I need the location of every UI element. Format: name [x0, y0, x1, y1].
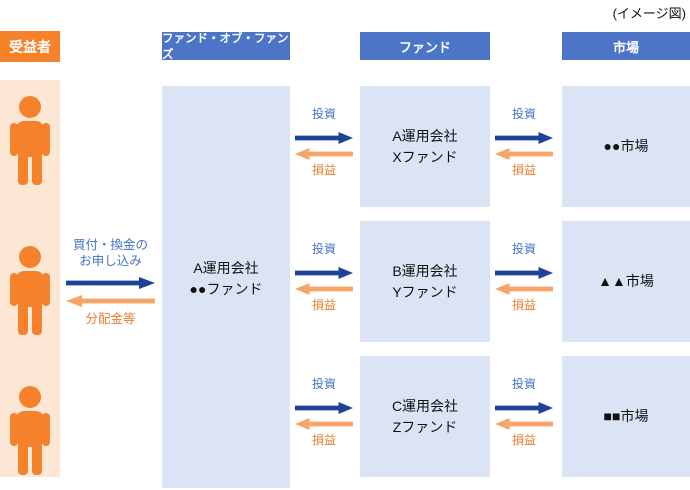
- profit-loss-arrow: [495, 283, 553, 295]
- profit-loss-label: 損益: [511, 298, 536, 312]
- fund-box: B運用会社 Yファンド: [360, 221, 490, 342]
- profit-loss-label: 損益: [511, 163, 536, 177]
- invest-arrow: [495, 267, 553, 279]
- invest-label: 投資: [511, 377, 536, 391]
- purchase-arrow: [66, 277, 155, 289]
- profit-loss-arrow: [295, 148, 353, 160]
- person-icon: [10, 246, 50, 335]
- header-fund-of-funds: ファンド・オブ・ファンズ: [162, 32, 290, 61]
- market-name: ▲▲市場: [598, 273, 654, 289]
- invest-arrow: [295, 402, 353, 414]
- header-market: 市場: [562, 32, 690, 60]
- invest-label: 投資: [511, 107, 536, 121]
- fund-company: A運用会社: [392, 127, 458, 144]
- market-box: ■■市場: [562, 356, 690, 477]
- invest-arrow: [495, 402, 553, 414]
- purchase-request-label-line1: 買付・換金の: [72, 238, 148, 252]
- header-fund: ファンド: [360, 32, 490, 60]
- invest-arrow: [495, 132, 553, 144]
- invest-arrow: [295, 267, 353, 279]
- invest-arrow: [295, 132, 353, 144]
- profit-loss-label: 損益: [311, 163, 336, 177]
- fund-of-funds-box-label: A運用会社 ●●ファンド: [162, 258, 290, 300]
- distribution-arrow: [66, 295, 155, 307]
- fund-name: Zファンド: [392, 418, 458, 435]
- invest-label: 投資: [311, 377, 336, 391]
- header-beneficiary: 受益者: [0, 31, 60, 62]
- market-box: ▲▲市場: [562, 221, 690, 342]
- profit-loss-arrow: [295, 418, 353, 430]
- market-name: ■■市場: [603, 408, 649, 424]
- person-icon: [10, 386, 50, 475]
- profit-loss-label: 損益: [311, 298, 336, 312]
- person-icon: [10, 96, 50, 185]
- fund-company: B運用会社: [392, 262, 458, 279]
- fund-name: Xファンド: [392, 148, 458, 165]
- profit-loss-label: 損益: [511, 433, 536, 447]
- image-note: (イメージ図): [612, 6, 686, 21]
- purchase-request-label-line2: お申し込み: [79, 254, 142, 268]
- fund-name: Yファンド: [392, 283, 458, 300]
- fof-company: A運用会社: [193, 260, 259, 276]
- market-name: ●●市場: [603, 138, 649, 154]
- invest-label: 投資: [511, 242, 536, 256]
- profit-loss-arrow: [495, 418, 553, 430]
- invest-label: 投資: [311, 107, 336, 121]
- profit-loss-label: 損益: [311, 433, 336, 447]
- profit-loss-arrow: [295, 283, 353, 295]
- fund-of-funds-box: [162, 86, 290, 488]
- profit-loss-arrow: [495, 148, 553, 160]
- fund-company: C運用会社: [391, 397, 459, 414]
- invest-label: 投資: [311, 242, 336, 256]
- distribution-label: 分配金等: [85, 312, 136, 326]
- fund-box: C運用会社 Zファンド: [360, 356, 490, 477]
- fund-box: A運用会社 Xファンド: [360, 86, 490, 207]
- market-box: ●●市場: [562, 86, 690, 207]
- fof-fund-name: ●●ファンド: [189, 281, 263, 297]
